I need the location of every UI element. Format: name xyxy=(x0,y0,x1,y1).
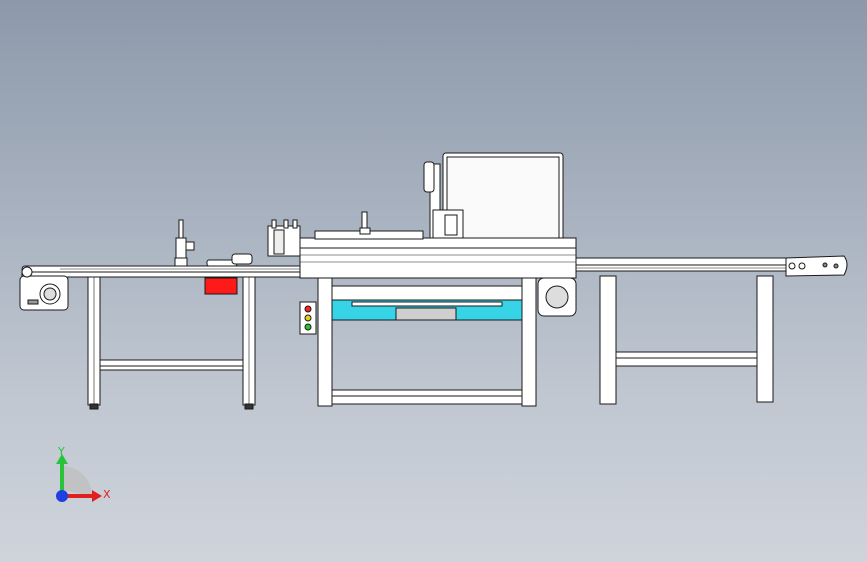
main-body xyxy=(299,247,577,279)
right-drive-housing xyxy=(785,255,848,277)
red-indicator xyxy=(304,305,312,313)
main-machine xyxy=(267,152,577,407)
yellow-indicator xyxy=(304,314,312,322)
red-stop-block xyxy=(204,277,238,295)
monitor xyxy=(442,152,564,244)
green-indicator xyxy=(304,323,312,331)
left-conveyor xyxy=(19,219,303,410)
triad-x-label: X xyxy=(103,488,111,501)
coordinate-triad[interactable]: Y X xyxy=(56,445,111,502)
left-conveyor-legs xyxy=(87,276,256,410)
triad-y-label: Y xyxy=(57,445,65,458)
left-sensor xyxy=(174,219,195,267)
print-head xyxy=(267,219,301,257)
right-conveyor xyxy=(575,255,848,405)
control-panel xyxy=(299,301,317,335)
